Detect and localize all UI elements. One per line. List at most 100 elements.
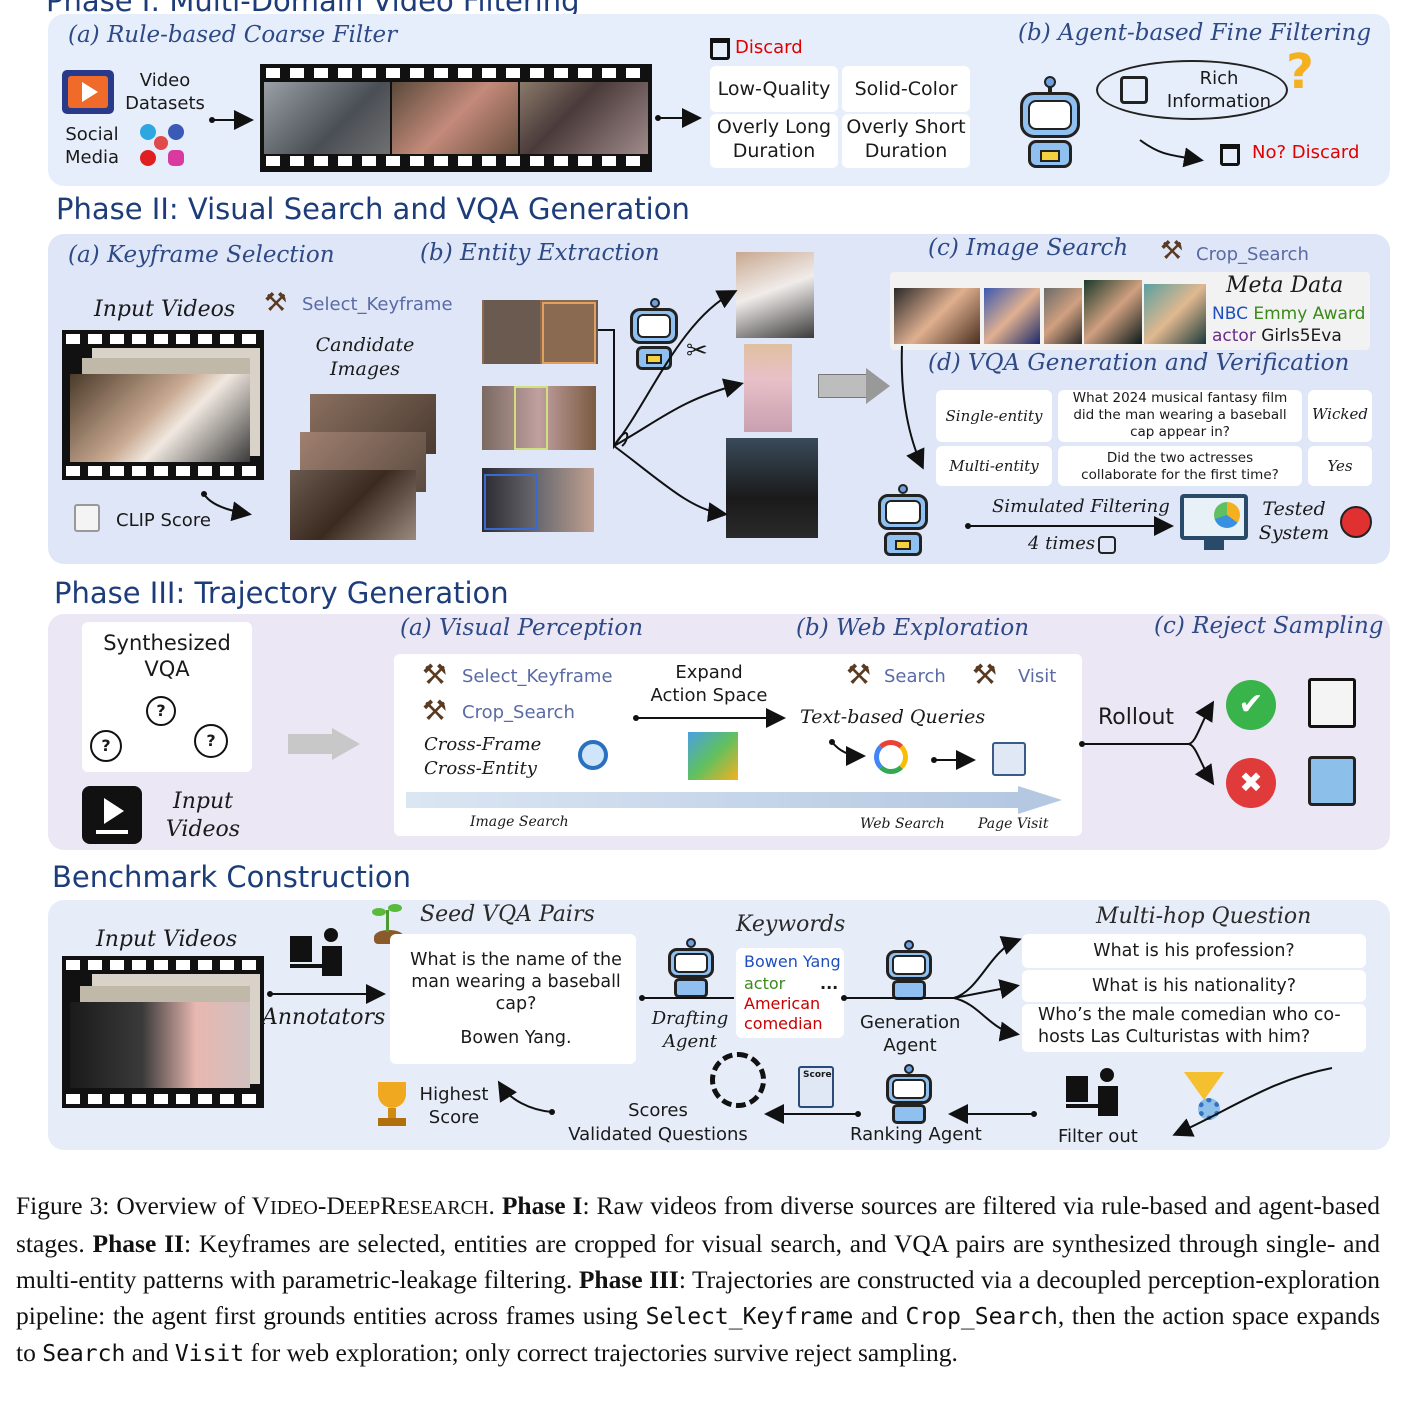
chat-icon [1098,536,1116,554]
film-holes-top [266,68,648,78]
multihop-q2: What is his nationality? [1022,970,1366,1002]
input-videos-label-p3: Input Videos [165,789,241,842]
drafting-agent-label: Drafting Agent [651,1008,729,1052]
entity-frame-3 [482,468,594,532]
caption-name-eep: EEP [344,1197,381,1219]
robot-verifier-icon [874,484,932,558]
film-holes-bottom [266,156,648,166]
meta-show-text: Girls5Eva [1261,326,1342,346]
search-result-4 [1084,280,1142,344]
annotators-label: Annotators [262,1005,386,1030]
qa-network-icon: ? ? ? [88,686,248,766]
meta-actor-text: actor [1212,326,1256,346]
clip-score-icon [74,504,100,532]
robot-generation-icon [882,940,936,1000]
filter-annotator-icon [1066,1068,1126,1124]
multihop-title: Multi-hop Question [1096,904,1312,929]
caption-code-visit: Visit [174,1341,245,1367]
score-sheet-label: Score [803,1070,832,1080]
bench-input-videos-label: Input Videos [96,927,238,952]
kw-comedian: comedian [744,1014,823,1033]
cross-entity-label: Cross-Entity [424,758,537,779]
web-exploration-title: (b) Web Exploration [796,615,1030,641]
scores-label: Scores [628,1100,688,1121]
p3-gray-arrow-head [332,728,360,760]
image-search-title: (c) Image Search [928,235,1129,261]
progress-arrow [406,792,1020,808]
robot-ranking-icon [882,1064,936,1124]
scissors-icon: ✂ [686,336,708,366]
magnifier-icon [578,740,608,770]
simulated-filtering-label: Simulated Filtering [992,496,1170,517]
clip-score-label: CLIP Score [116,510,211,531]
entity-frame-2 [482,386,596,450]
funnel-icon [1184,1072,1224,1100]
tools-icon-4: ⚒ [422,694,448,727]
meta-emmy-text: Emmy Award [1253,304,1366,324]
caption-p2-label: Phase II [92,1229,184,1258]
crop-search-tools-icon: ⚒ [1160,236,1184,266]
figure-caption: Figure 3: Overview of VIDEO-DEEPRESEARCH… [16,1188,1380,1372]
p3-gray-arrow [288,734,334,754]
vqa-type-multi: Multi-entity [936,446,1052,486]
trash-bin-icon [1308,756,1356,806]
caption-name-r: R [380,1191,398,1220]
four-times-label: 4 times [1028,533,1096,554]
expand-action-space-label: Expand Action Space [650,662,768,706]
cropped-entity-3 [726,438,818,538]
caption-and2: and [131,1338,169,1367]
kw-american: American [744,994,821,1013]
caption-code-select: Select_Keyframe [645,1304,854,1330]
discard-label: Discard [735,37,803,58]
rich-information-label: Rich Information [1166,68,1272,112]
filter-solid-color: Solid-Color [842,66,970,112]
multihop-q1: What is his profession? [1022,934,1366,968]
crop-search-tool-p3: Crop_Search [462,702,575,723]
page-visit-stage: Page Visit [978,816,1049,832]
check-icon: ✔ [1226,680,1276,730]
cross-frame-label: Cross-Frame [424,734,542,755]
meta-nbc: NBC Emmy Award [1212,304,1365,325]
text-based-queries-label: Text-based Queries [800,706,986,728]
tested-system-label: Tested System [1258,498,1330,544]
image-search-stage: Image Search [470,814,569,830]
search-result-3 [1044,288,1082,344]
crop-search-tool: Crop_Search [1196,244,1309,265]
caption-code-search: Search [42,1341,126,1367]
search-result-5 [1144,284,1206,344]
monitor-icon [1180,494,1248,550]
input-videos-label: Input Videos [94,297,236,322]
robot-drafting-icon [664,938,718,998]
filter-out-label: Filter out [1058,1126,1138,1147]
caption-p2-text: : Keyframes are selected, entities are c… [16,1229,1380,1294]
trash-icon-2 [1220,144,1240,166]
multihop-q3: Who’s the male comedian who co-hosts Las… [1022,1004,1366,1052]
coarse-filter-title: (a) Rule-based Coarse Filter [68,22,398,48]
caption-p3-text-a: : Trajectories are constructed via a dec… [16,1265,1380,1330]
trophy-icon [366,1076,418,1128]
search-result-2 [984,288,1040,344]
vqa-question-multi: Did the two actresses collaborate for th… [1058,446,1302,486]
bench-title: Benchmark Construction [52,860,412,894]
cycle-icon [710,1052,766,1108]
keywords-title: Keywords [736,912,846,937]
select-keyframe-tool: Select_Keyframe [302,294,453,315]
select-keyframe-tool-p3: Select_Keyframe [462,666,613,687]
vqa-answer-multi: Yes [1308,446,1372,486]
tools-icon-3: ⚒ [422,658,448,691]
phase2-title: Phase II: Visual Search and VQA Generati… [56,192,690,226]
filmstrip-bench [62,956,264,1108]
caption-fig: Figure 3: Overview of [16,1191,246,1220]
film-doc-icon [1120,76,1148,104]
social-media-label: Social Media [64,124,120,168]
page-visit-icon [992,742,1026,776]
highest-score-label: Highest Score [419,1084,489,1128]
no-discard-label: No? Discard [1252,142,1360,163]
kw-name: Bowen Yang [744,952,841,971]
filter-low-quality: Low-Quality [710,66,838,112]
caption-p3-text-b: , then the action space expands to [16,1301,1381,1367]
visual-perception-title: (a) Visual Perception [400,615,644,641]
search-tool: Search [884,666,946,687]
keyframe-selection-title: (a) Keyframe Selection [68,242,335,268]
filter-overly-long: Overly Long Duration [710,114,838,168]
